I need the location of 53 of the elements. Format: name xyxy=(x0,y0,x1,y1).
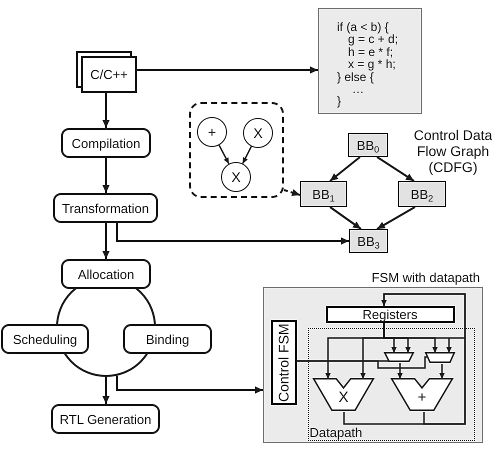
arrow xyxy=(376,156,415,182)
alu: X xyxy=(313,378,374,411)
multiplexer xyxy=(384,352,414,362)
arrow xyxy=(116,223,349,245)
arrow xyxy=(376,206,416,230)
process-box: Compilation xyxy=(61,128,151,158)
code-line: } else { xyxy=(337,70,374,84)
code-line: h = e * f; xyxy=(348,46,394,58)
controller-block: Control FSM xyxy=(270,320,296,404)
basic-block-box: BB$_{2}$ xyxy=(398,181,446,207)
panel-title: FSM with datapath xyxy=(372,270,480,285)
arrow xyxy=(397,363,403,379)
operation-circle: + xyxy=(197,117,227,147)
arrow xyxy=(116,376,263,394)
basic-block-box: BB$_{3}$ xyxy=(349,229,388,253)
arrow xyxy=(102,158,110,193)
arrow xyxy=(218,144,230,164)
arrow xyxy=(381,293,466,425)
code-line: … xyxy=(352,83,364,96)
process-box: Allocation xyxy=(61,259,151,289)
code-line: } xyxy=(337,95,342,108)
dashed-frame xyxy=(189,102,284,198)
code-box xyxy=(318,8,422,114)
dotted-frame xyxy=(308,328,474,440)
frame-label: Datapath xyxy=(310,424,362,440)
operation-circle: X xyxy=(243,118,273,148)
arrow xyxy=(329,156,361,182)
process-box: Transformation xyxy=(53,193,158,223)
alu: + xyxy=(391,378,453,411)
basic-block-box: BB$_{0}$ xyxy=(348,133,388,157)
arrow xyxy=(242,146,252,164)
arrow xyxy=(102,223,110,259)
arrow xyxy=(329,206,362,230)
process-box: Scheduling xyxy=(1,324,89,354)
arrow xyxy=(137,66,318,74)
process-box: Binding xyxy=(123,324,212,354)
document-stack xyxy=(76,51,137,93)
register-block: Registers xyxy=(326,306,454,322)
operation-circle: X xyxy=(221,162,251,192)
wire-line xyxy=(297,356,428,369)
arrow xyxy=(383,323,466,353)
code-line: x = g * h; xyxy=(348,58,396,71)
arrow xyxy=(102,93,110,128)
multiplexer xyxy=(425,352,455,363)
arrow xyxy=(102,377,110,404)
basic-block-box: BB$_{1}$ xyxy=(300,181,347,207)
code-line: if (a < b) { xyxy=(337,21,389,34)
code-line: g = c + d; xyxy=(348,33,398,46)
process-box: RTL Generation xyxy=(51,404,160,434)
arrow xyxy=(439,364,445,379)
file-label: C/C++ xyxy=(89,66,129,84)
dashed-arrow xyxy=(284,189,300,196)
graph-label: Control Data Flow Graph (CDFG) xyxy=(412,127,492,175)
